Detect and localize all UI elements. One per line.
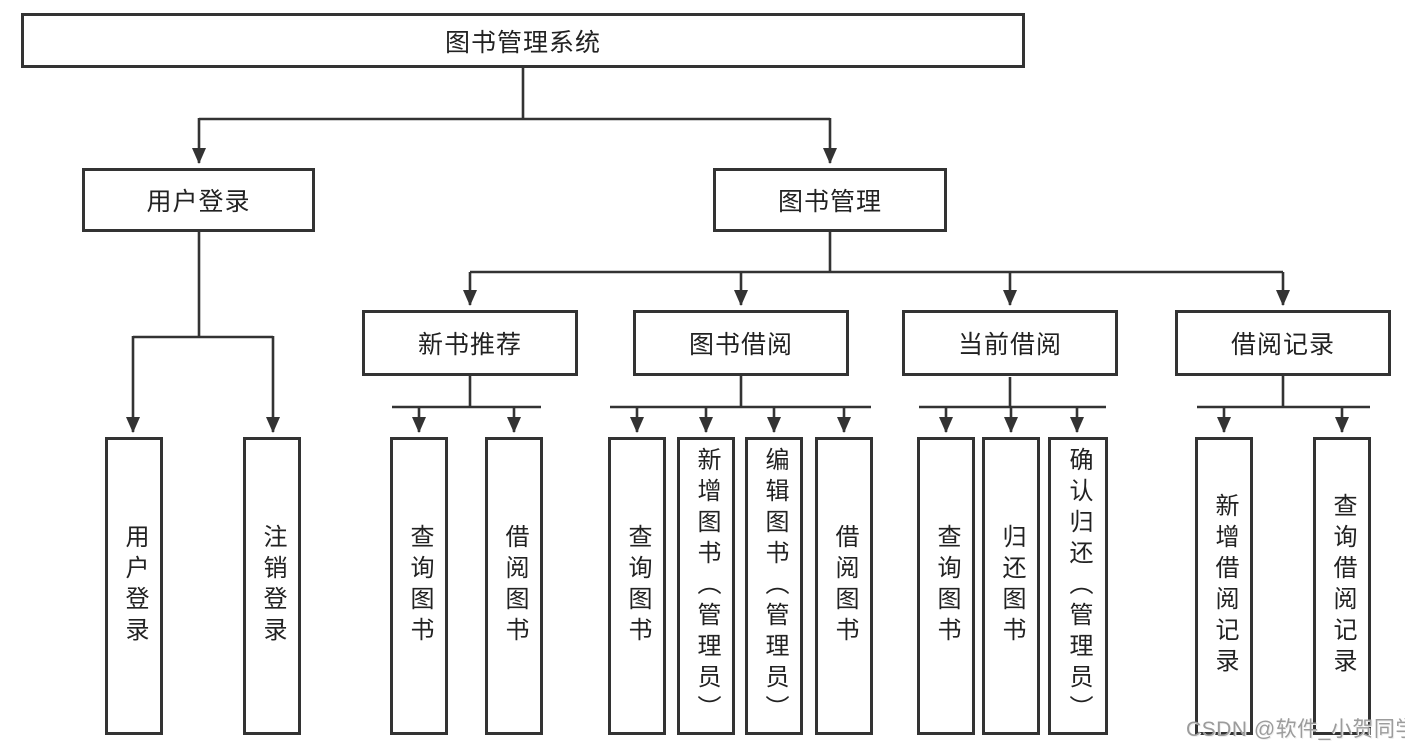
leaf-add-book-admin-label: 新增图书（管理员） bbox=[693, 446, 720, 726]
leaf-return-book: 归还图书 bbox=[982, 437, 1040, 735]
leaf-borrow-books-borrowing-label: 借阅图书 bbox=[831, 524, 858, 648]
leaf-query-books-borrowing: 查询图书 bbox=[608, 437, 666, 735]
node-current-borrowing-label: 当前借阅 bbox=[957, 331, 1062, 359]
leaf-user-login-label: 用户登录 bbox=[121, 524, 148, 648]
node-book-borrowing-label: 图书借阅 bbox=[688, 331, 793, 359]
leaf-confirm-return-admin-label: 确认归还（管理员） bbox=[1065, 446, 1092, 726]
node-book-management: 图书管理 bbox=[713, 168, 947, 232]
leaf-logout: 注销登录 bbox=[243, 437, 301, 735]
leaf-query-books-recommend-label: 查询图书 bbox=[406, 524, 433, 648]
leaf-logout-label: 注销登录 bbox=[259, 524, 286, 648]
leaf-query-borrow-record-label: 查询借阅记录 bbox=[1329, 493, 1356, 679]
leaf-edit-book-admin-label: 编辑图书（管理员） bbox=[761, 446, 788, 726]
node-book-borrowing: 图书借阅 bbox=[633, 310, 849, 376]
leaf-add-borrow-record-label: 新增借阅记录 bbox=[1211, 493, 1238, 679]
node-new-book-recommend: 新书推荐 bbox=[362, 310, 578, 376]
node-current-borrowing: 当前借阅 bbox=[902, 310, 1118, 376]
leaf-borrow-books-recommend-label: 借阅图书 bbox=[501, 524, 528, 648]
node-borrow-records-label: 借阅记录 bbox=[1230, 331, 1335, 359]
leaf-confirm-return-admin: 确认归还（管理员） bbox=[1048, 437, 1108, 735]
leaf-query-books-borrowing-label: 查询图书 bbox=[624, 524, 651, 648]
node-library-management-system-label: 图书管理系统 bbox=[444, 28, 601, 57]
leaf-query-books-current: 查询图书 bbox=[917, 437, 975, 735]
csdn-watermark: CSDN @软件_小贺同学 bbox=[1186, 718, 1405, 741]
node-new-book-recommend-label: 新书推荐 bbox=[417, 331, 522, 359]
leaf-query-borrow-record: 查询借阅记录 bbox=[1313, 437, 1371, 735]
leaf-borrow-books-borrowing: 借阅图书 bbox=[815, 437, 873, 735]
node-user-login: 用户登录 bbox=[82, 168, 315, 232]
leaf-add-borrow-record: 新增借阅记录 bbox=[1195, 437, 1253, 735]
leaf-query-books-current-label: 查询图书 bbox=[933, 524, 960, 648]
node-borrow-records: 借阅记录 bbox=[1175, 310, 1391, 376]
leaf-borrow-books-recommend: 借阅图书 bbox=[485, 437, 543, 735]
leaf-user-login: 用户登录 bbox=[105, 437, 163, 735]
connector-lines bbox=[126, 68, 1370, 433]
leaf-edit-book-admin: 编辑图书（管理员） bbox=[745, 437, 803, 735]
leaf-query-books-recommend: 查询图书 bbox=[390, 437, 448, 735]
node-library-management-system: 图书管理系统 bbox=[21, 13, 1025, 68]
node-user-login-label: 用户登录 bbox=[146, 188, 251, 216]
node-book-management-label: 图书管理 bbox=[777, 188, 882, 216]
leaf-add-book-admin: 新增图书（管理员） bbox=[677, 437, 735, 735]
leaf-return-book-label: 归还图书 bbox=[998, 524, 1025, 648]
